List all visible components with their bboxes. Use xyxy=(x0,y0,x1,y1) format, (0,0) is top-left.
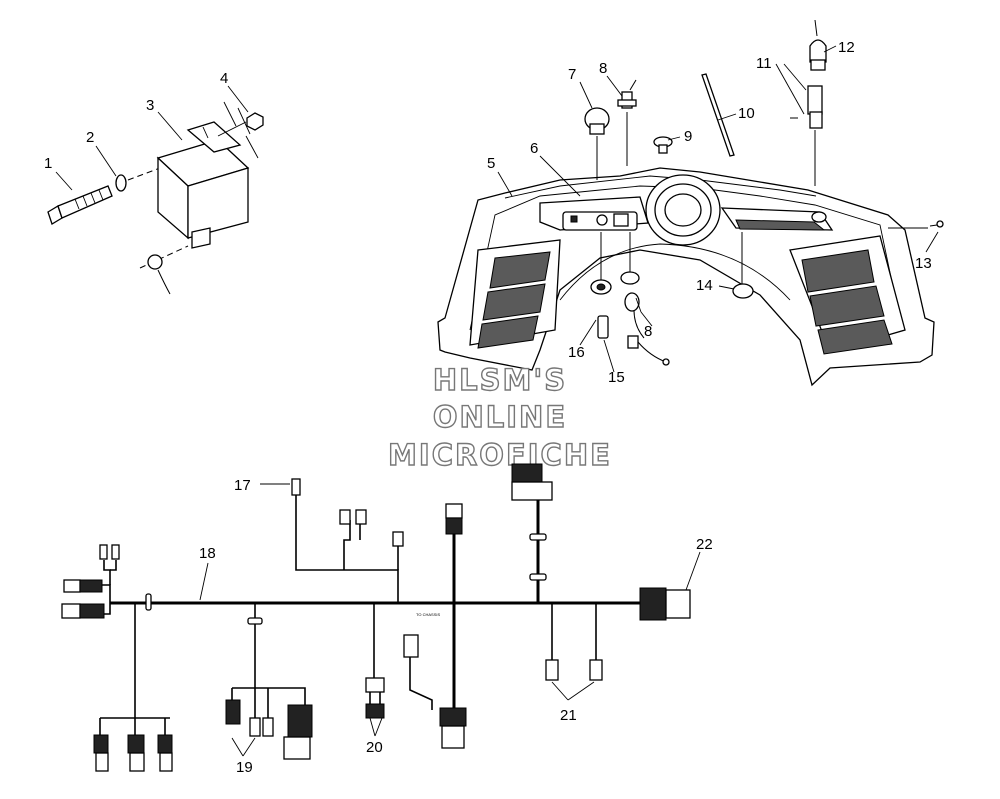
connector-19-cluster xyxy=(225,699,313,760)
rod-part xyxy=(701,73,735,157)
callout-19: 19 xyxy=(236,759,253,776)
connector-center-bottom xyxy=(439,707,467,749)
callout-7: 7 xyxy=(568,66,576,83)
ring-terminal-part xyxy=(147,254,163,270)
callout-18: 18 xyxy=(199,545,216,562)
module-assembly xyxy=(47,101,264,295)
watermark-line2: ONLINE xyxy=(433,400,567,434)
callout-16: 16 xyxy=(568,344,585,361)
bulb-part xyxy=(809,19,827,71)
fuse-holder-part xyxy=(790,85,823,186)
connector-19-left xyxy=(93,734,173,772)
watermark-line3: MICROFICHE xyxy=(388,438,612,472)
switch-part-upper xyxy=(617,79,637,166)
callout-6: 6 xyxy=(530,140,538,157)
dash-panel-assembly xyxy=(437,19,944,387)
callout-12: 12 xyxy=(838,39,855,56)
knob-part xyxy=(732,283,754,299)
connector-20 xyxy=(365,677,385,719)
callout-8b: 8 xyxy=(644,323,652,340)
callout-20: 20 xyxy=(366,739,383,756)
main-connector-22 xyxy=(639,587,691,621)
connector-left-upper xyxy=(63,579,103,593)
callout-5: 5 xyxy=(487,155,495,172)
callout-21: 21 xyxy=(560,707,577,724)
callout-3: 3 xyxy=(146,97,154,114)
switch-part-lower xyxy=(620,232,670,366)
callout-13: 13 xyxy=(915,255,932,272)
callout-9: 9 xyxy=(684,128,692,145)
callout-10: 10 xyxy=(738,105,755,122)
cylinder-part xyxy=(597,315,609,339)
connector-center-top xyxy=(445,503,463,535)
callout-1: 1 xyxy=(44,155,52,172)
wiring-harness: TO CHASSIS xyxy=(61,463,691,772)
leader-lines xyxy=(55,45,939,757)
callout-17: 17 xyxy=(234,477,251,494)
watermark-line1: HLSM'S xyxy=(433,363,567,397)
callouts: 1 2 3 4 5 6 7 8 8 9 10 11 12 13 14 15 16… xyxy=(44,39,932,776)
callout-8: 8 xyxy=(599,60,607,77)
left-vent-louvers xyxy=(469,239,561,349)
screw-part xyxy=(888,220,944,229)
washer-part xyxy=(115,174,127,192)
callout-2: 2 xyxy=(86,129,94,146)
connector-left-lower xyxy=(61,603,105,619)
indicator-light-part xyxy=(584,107,610,180)
nut-part xyxy=(246,112,264,131)
callout-4: 4 xyxy=(220,70,228,87)
grommet-part xyxy=(590,232,612,295)
module-box-part xyxy=(156,121,250,249)
connector-upper-right xyxy=(511,463,553,501)
watermark: HLSM'S ONLINE MICROFICHE xyxy=(387,362,612,472)
callout-14: 14 xyxy=(696,277,713,294)
callout-22: 22 xyxy=(696,536,713,553)
plug-part xyxy=(653,136,673,154)
right-vent-louvers xyxy=(789,235,906,355)
bolt-part xyxy=(47,185,113,225)
to-chassis-note: TO CHASSIS xyxy=(416,612,440,617)
callout-15: 15 xyxy=(608,369,625,386)
callout-11: 11 xyxy=(756,55,772,72)
